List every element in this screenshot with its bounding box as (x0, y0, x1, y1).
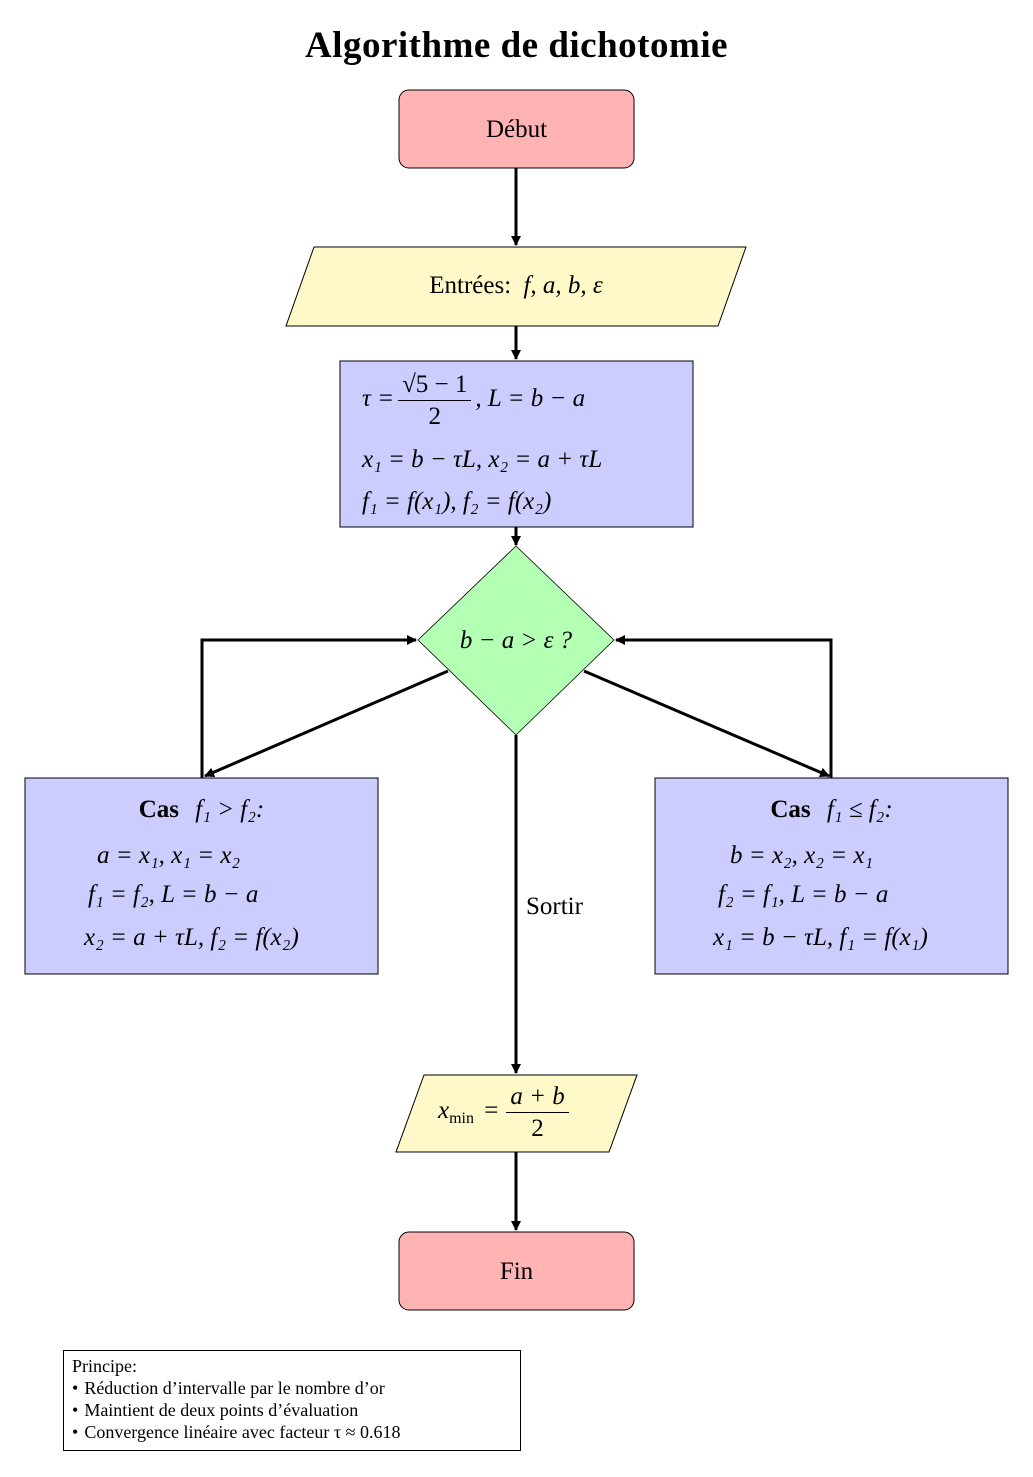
start-label: Début (485, 116, 548, 143)
output-denominator: 2 (531, 1115, 544, 1142)
output-equals: = (484, 1097, 499, 1125)
tau-numerator: √5 − 1 (398, 372, 472, 401)
note-heading: Principe: (72, 1356, 137, 1376)
case-left-heading: Cas f₁ > f₂: (25, 797, 378, 822)
principle-note: Principe: Réduction d’intervalle par le … (63, 1350, 521, 1451)
output-numerator: a + b (506, 1084, 569, 1113)
note-bullet: Convergence linéaire avec facteur τ ≈ 0.… (72, 1421, 512, 1443)
length-def: , L = b − a (475, 385, 586, 413)
tau-denominator: 2 (428, 403, 441, 430)
exit-edge-label: Sortir (526, 893, 583, 920)
output-subscript: min (449, 1110, 474, 1128)
edge-case-right-loop (615, 635, 833, 778)
case-right-line-3: x₁ = b − τL, f₁ = f(x₁) (713, 924, 928, 951)
edge-decision-to-case-left (204, 669, 449, 778)
case-right-line-1: b = x₂, x₂ = x₁ (730, 842, 874, 869)
case-left-line-1: a = x₁, x₁ = x₂ (97, 842, 241, 869)
decision-label: b − a > ε ? (459, 627, 573, 654)
output-var: x (438, 1097, 450, 1125)
end-label: Fin (499, 1258, 534, 1285)
case-left-heading-word: Cas (138, 796, 180, 823)
case-left-condition: f₁ > f₂: (195, 796, 265, 823)
case-right-node (654, 777, 1009, 975)
inputs-prefix: Entrées: (429, 272, 512, 299)
init-line-2: x₁ = b − τL, x₂ = a + τL (362, 446, 603, 473)
inputs-label: Entrées: f, a, b, ε (286, 273, 746, 298)
case-right-heading: Cas f₁ ≤ f₂: (655, 797, 1008, 822)
inputs-vars: f, a, b, ε (523, 272, 603, 299)
case-left-line-3: x₂ = a + τL, f₂ = f(x₂) (84, 924, 299, 951)
diagram-title: Algorithme de dichotomie (304, 25, 729, 66)
inputs-node (285, 246, 747, 327)
end-node (398, 1231, 635, 1311)
edge-decision-to-case-right (583, 669, 830, 778)
case-right-condition: f₁ ≤ f₂: (826, 796, 893, 823)
note-bullet: Maintient de deux points d’évaluation (72, 1399, 512, 1421)
init-node (339, 360, 694, 528)
case-left-line-2: f₁ = f₂, L = b − a (88, 881, 259, 908)
init-line-3: f₁ = f(x₁), f₂ = f(x₂) (362, 488, 552, 515)
tau-lhs: τ = (362, 385, 395, 413)
case-right-line-2: f₂ = f₁, L = b − a (718, 881, 889, 908)
output-node (395, 1074, 638, 1153)
case-left-node (24, 777, 379, 975)
edge-case-left-loop (200, 635, 417, 778)
case-right-heading-word: Cas (770, 796, 811, 823)
note-bullet: Réduction d’intervalle par le nombre d’o… (72, 1377, 512, 1399)
